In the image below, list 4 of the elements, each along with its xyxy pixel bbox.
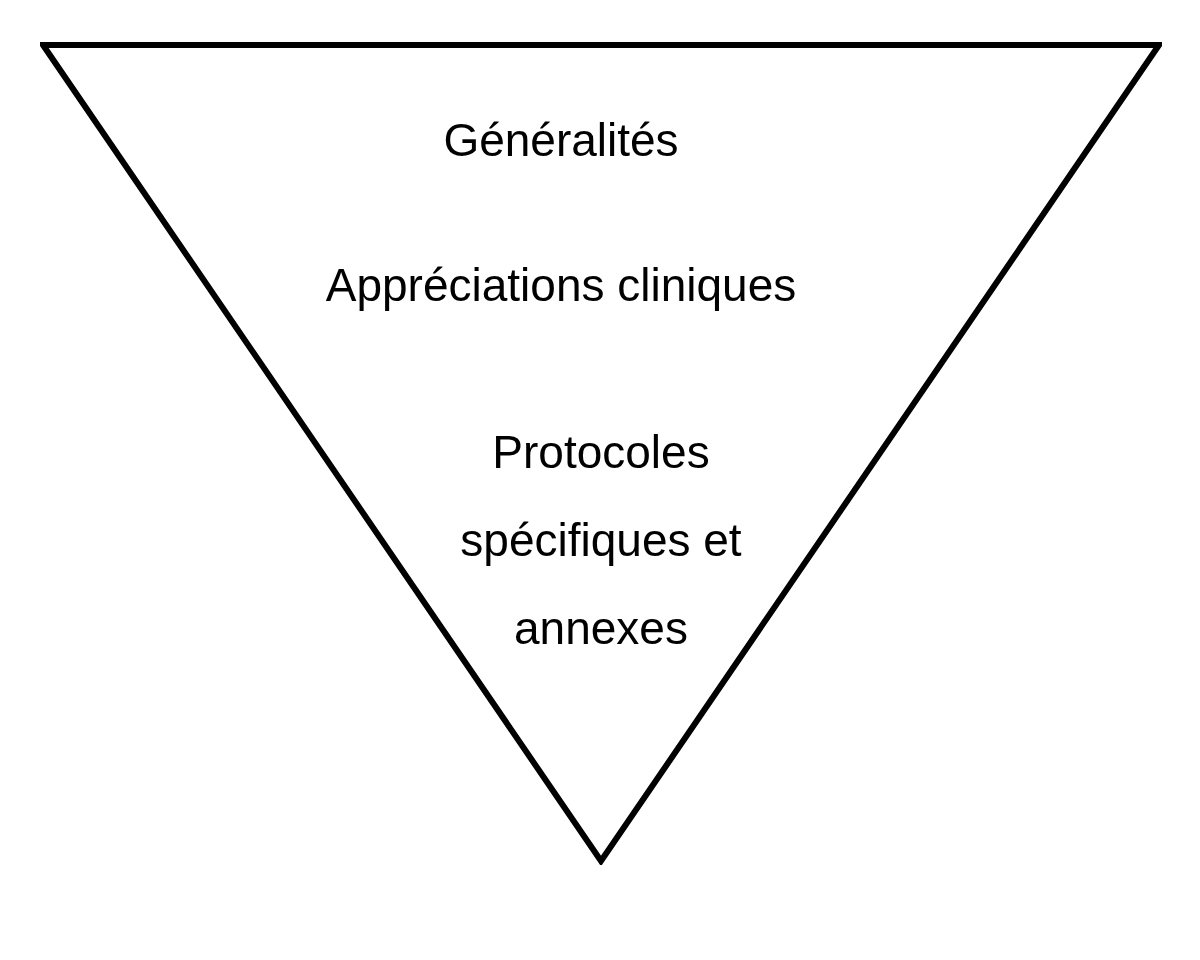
tier-label: Protocoles spécifiques et annexes (459, 425, 743, 656)
tier-label: Appréciations cliniques (324, 258, 798, 313)
tier-label: Généralités (442, 113, 680, 168)
inverted-triangle (40, 42, 1162, 865)
